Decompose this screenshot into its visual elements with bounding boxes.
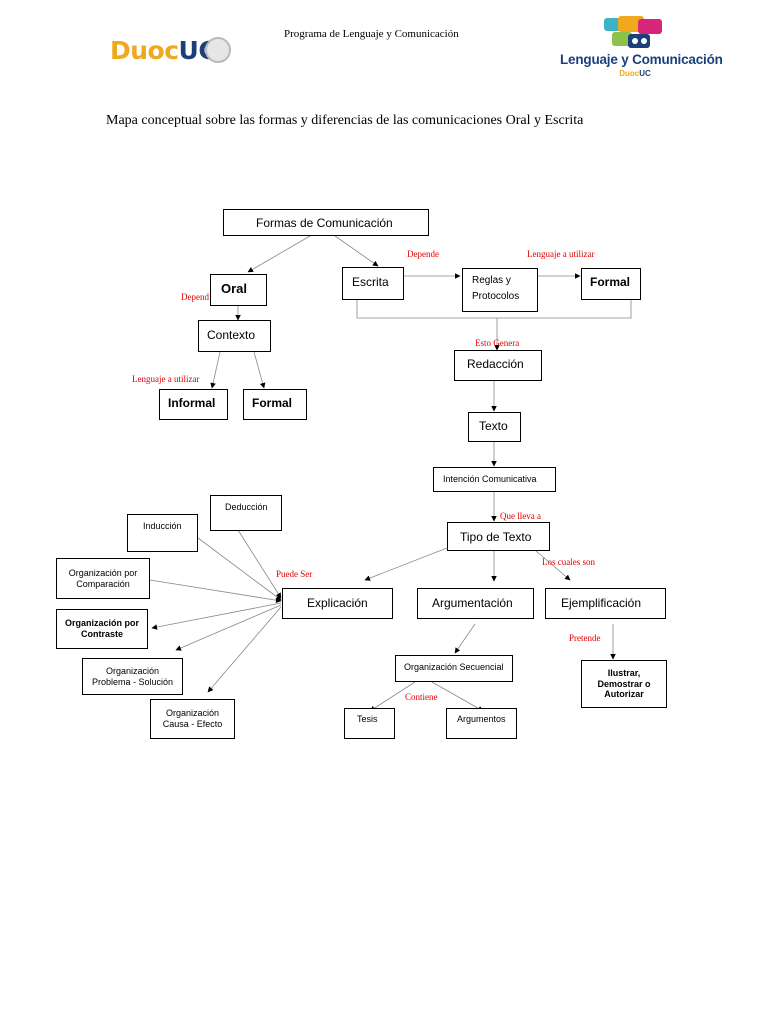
node-argumentacion: Argumentación — [417, 588, 534, 619]
program-title: Programa de Lenguaje y Comunicación — [284, 28, 459, 40]
duocuc-logo: DuocUC — [110, 36, 217, 65]
node-argumentos: Argumentos — [446, 708, 517, 739]
node-induccion: Inducción — [127, 514, 198, 552]
node-texto: Texto — [468, 412, 521, 442]
label-puede-ser: Puede Ser — [276, 569, 313, 579]
node-ejemplificacion: Ejemplificación — [545, 588, 666, 619]
lenguaje-comunicacion-logo: Lenguaje y Comunicación DuocUC — [560, 16, 723, 82]
label-depende-oral: Depend — [181, 292, 209, 302]
node-explicacion: Explicación — [282, 588, 393, 619]
label-los-cuales: Los cuales son — [542, 557, 595, 567]
node-organizacion-causa-efecto: Organización Causa - Efecto — [150, 699, 235, 739]
node-redaccion: Redacción — [454, 350, 542, 381]
node-organizacion-contraste: Organización por Contraste — [56, 609, 148, 649]
label-lenguaje-escrita: Lenguaje a utilizar — [527, 249, 595, 259]
node-escrita: Escrita — [342, 267, 404, 300]
label-que-lleva: Que lleva a — [500, 511, 541, 521]
label-lenguaje-oral: Lenguaje a utilizar — [132, 374, 200, 384]
node-tesis: Tesis — [344, 708, 395, 739]
node-oral: Oral — [210, 274, 267, 306]
node-deduccion: Deducción — [210, 495, 282, 531]
document-title: Mapa conceptual sobre las formas y difer… — [106, 113, 584, 128]
node-formal-oral: Formal — [243, 389, 307, 420]
node-contexto: Contexto — [198, 320, 271, 352]
node-formal-escrita: Formal — [581, 268, 641, 300]
node-organizacion-problema-solucion: Organización Problema - Solución — [82, 658, 183, 695]
duocuc-seal-icon — [205, 37, 231, 63]
label-contiene: Contiene — [405, 692, 438, 702]
node-ilustrar-demostrar-autorizar: Ilustrar, Demostrar o Autorizar — [581, 660, 667, 708]
node-reglas-y-protocolos: Reglas y Protocolos — [462, 268, 538, 312]
speech-bubbles-icon — [604, 16, 662, 48]
node-tipo-de-texto: Tipo de Texto — [447, 522, 550, 551]
node-organizacion-comparacion: Organización por Comparación — [56, 558, 150, 599]
label-pretende: Pretende — [569, 633, 601, 643]
node-intencion-comunicativa: Intención Comunicativa — [433, 467, 556, 492]
node-organizacion-secuencial: Organización Secuencial — [395, 655, 513, 682]
label-esto-genera: Esto Genera — [475, 338, 520, 348]
node-informal: Informal — [159, 389, 228, 420]
label-depende-escrita: Depende — [407, 249, 439, 259]
node-formas-de-comunicacion: Formas de Comunicación — [223, 209, 429, 236]
